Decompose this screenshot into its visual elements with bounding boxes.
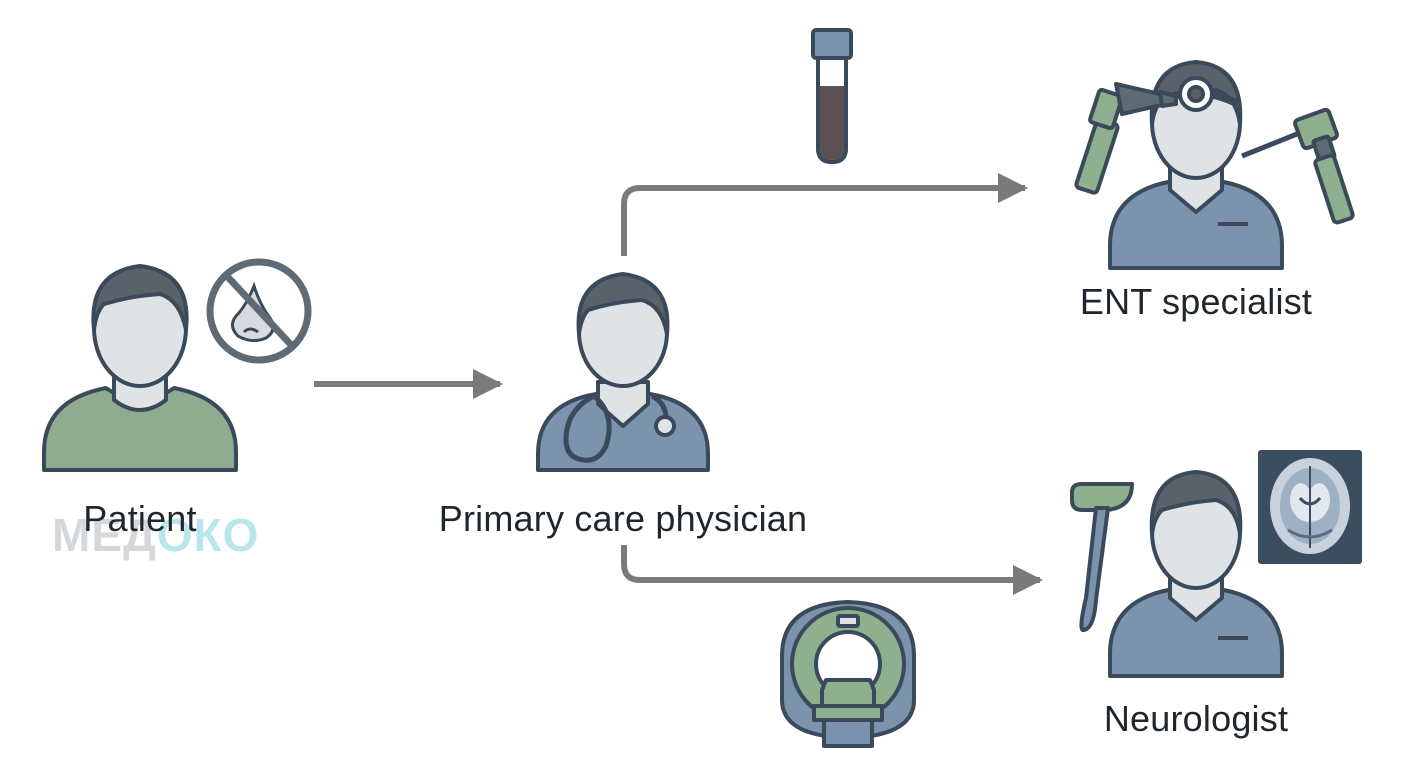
test-tube-icon	[811, 28, 853, 164]
patient-label: Patient	[83, 498, 197, 539]
patient-figure	[42, 264, 238, 472]
no-smell-icon	[206, 258, 312, 364]
arrow-physician-to-ent	[621, 173, 1028, 256]
arrow-physician-to-neurologist	[621, 545, 1043, 595]
neurologist-label: Neurologist	[1103, 698, 1289, 739]
ent-specialist-figure	[1108, 60, 1284, 270]
watermark: МЕДОКО	[52, 509, 260, 561]
physician-figure	[536, 272, 710, 472]
mri-scanner-icon	[780, 600, 916, 748]
primary-care-physician-label: Primary care physician	[438, 498, 808, 539]
brain-mri-icon	[1258, 450, 1362, 564]
otoscope-icon	[1241, 107, 1355, 225]
reflex-hammer-icon	[1070, 482, 1134, 633]
neurologist-figure	[1108, 470, 1284, 678]
ent-specialist-label: ENT specialist	[1079, 281, 1313, 322]
otoscope-icon	[1074, 82, 1178, 195]
